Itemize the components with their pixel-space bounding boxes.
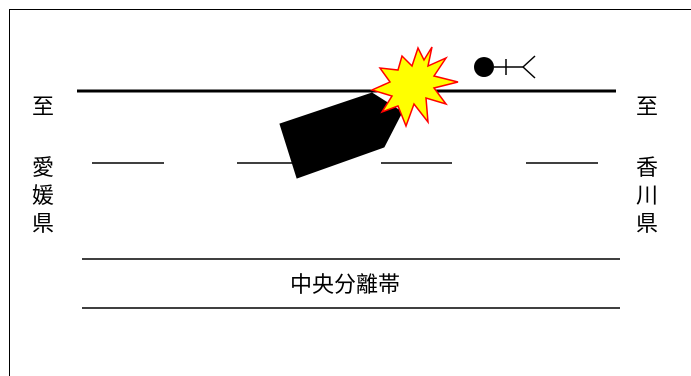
median-strip-label: 中央分離帯 — [289, 273, 400, 298]
right-direction-to: 至 — [635, 95, 658, 120]
pedestrian-leg-2 — [522, 66, 536, 79]
vehicle-icon — [279, 92, 403, 179]
pedestrian-leg-1 — [522, 55, 536, 68]
pedestrian-icon — [474, 55, 536, 79]
left-direction-place: 愛 媛 県 — [31, 156, 54, 237]
collision-burst-icon — [369, 46, 459, 129]
right-direction-place: 香 川 県 — [635, 156, 658, 237]
diagram-frame — [9, 9, 691, 376]
left-direction-to: 至 — [31, 95, 54, 120]
pedestrian-head — [474, 57, 494, 77]
